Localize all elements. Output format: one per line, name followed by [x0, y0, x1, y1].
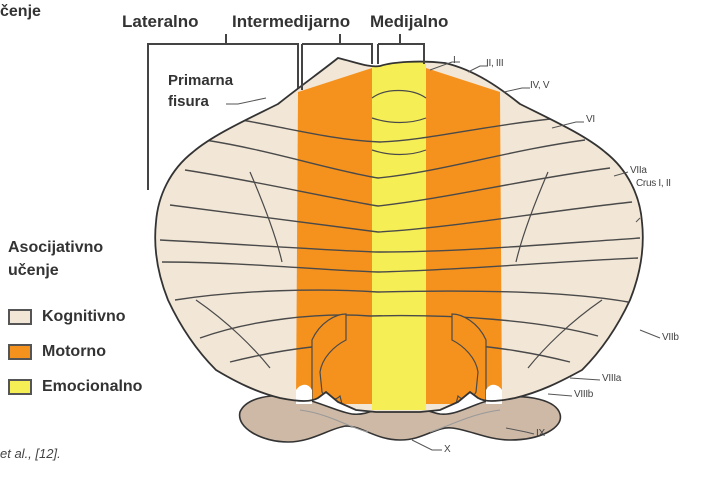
zone-label-lateral: Lateralno — [122, 12, 199, 32]
lobule-label-IX: IX — [536, 428, 545, 439]
lobule-label-VIIIb: VIIIb — [574, 389, 593, 400]
lobule-label-VI: VI — [586, 114, 595, 125]
lobule-label-IV-V: IV, V — [530, 80, 549, 91]
primary-fissure-line1: Primarna — [168, 70, 233, 91]
legend-swatch-cognitive — [8, 309, 32, 325]
primary-fissure-line2: fisura — [168, 91, 233, 112]
lobule-label-X: X — [444, 444, 450, 455]
legend-label-emotional: Emocionalno — [42, 378, 142, 396]
legend-title: Asocijativno učenje — [8, 236, 103, 282]
zone-label-intermediate: Intermedijarno — [232, 12, 350, 32]
lobule-label-II-III: II, III — [486, 58, 503, 69]
legend-item-cognitive: Kognitivno — [8, 306, 126, 328]
zone-label-medial: Medijalno — [370, 12, 448, 32]
legend-swatch-motor — [8, 344, 32, 360]
legend-title-line1: Asocijativno — [8, 236, 103, 259]
legend-label-motor: Motorno — [42, 343, 106, 361]
lobule-label-crus: Crus I, II — [636, 178, 671, 189]
lobule-label-VIIb: VIIb — [662, 332, 679, 343]
corner-cropped-text: čenje — [0, 0, 41, 23]
lobule-label-VIIa: VIIa — [630, 165, 647, 176]
lobule-label-VIIIa: VIIIa — [602, 373, 621, 384]
lobule-label-I: I — [453, 55, 455, 66]
legend-label-cognitive: Kognitivno — [42, 308, 126, 326]
legend-item-motor: Motorno — [8, 341, 106, 363]
legend-title-line2: učenje — [8, 259, 103, 282]
legend-item-emotional: Emocionalno — [8, 376, 142, 398]
legend-swatch-emotional — [8, 379, 32, 395]
citation-text: et al., [12]. — [0, 446, 61, 461]
primary-fissure-label: Primarna fisura — [168, 70, 233, 112]
